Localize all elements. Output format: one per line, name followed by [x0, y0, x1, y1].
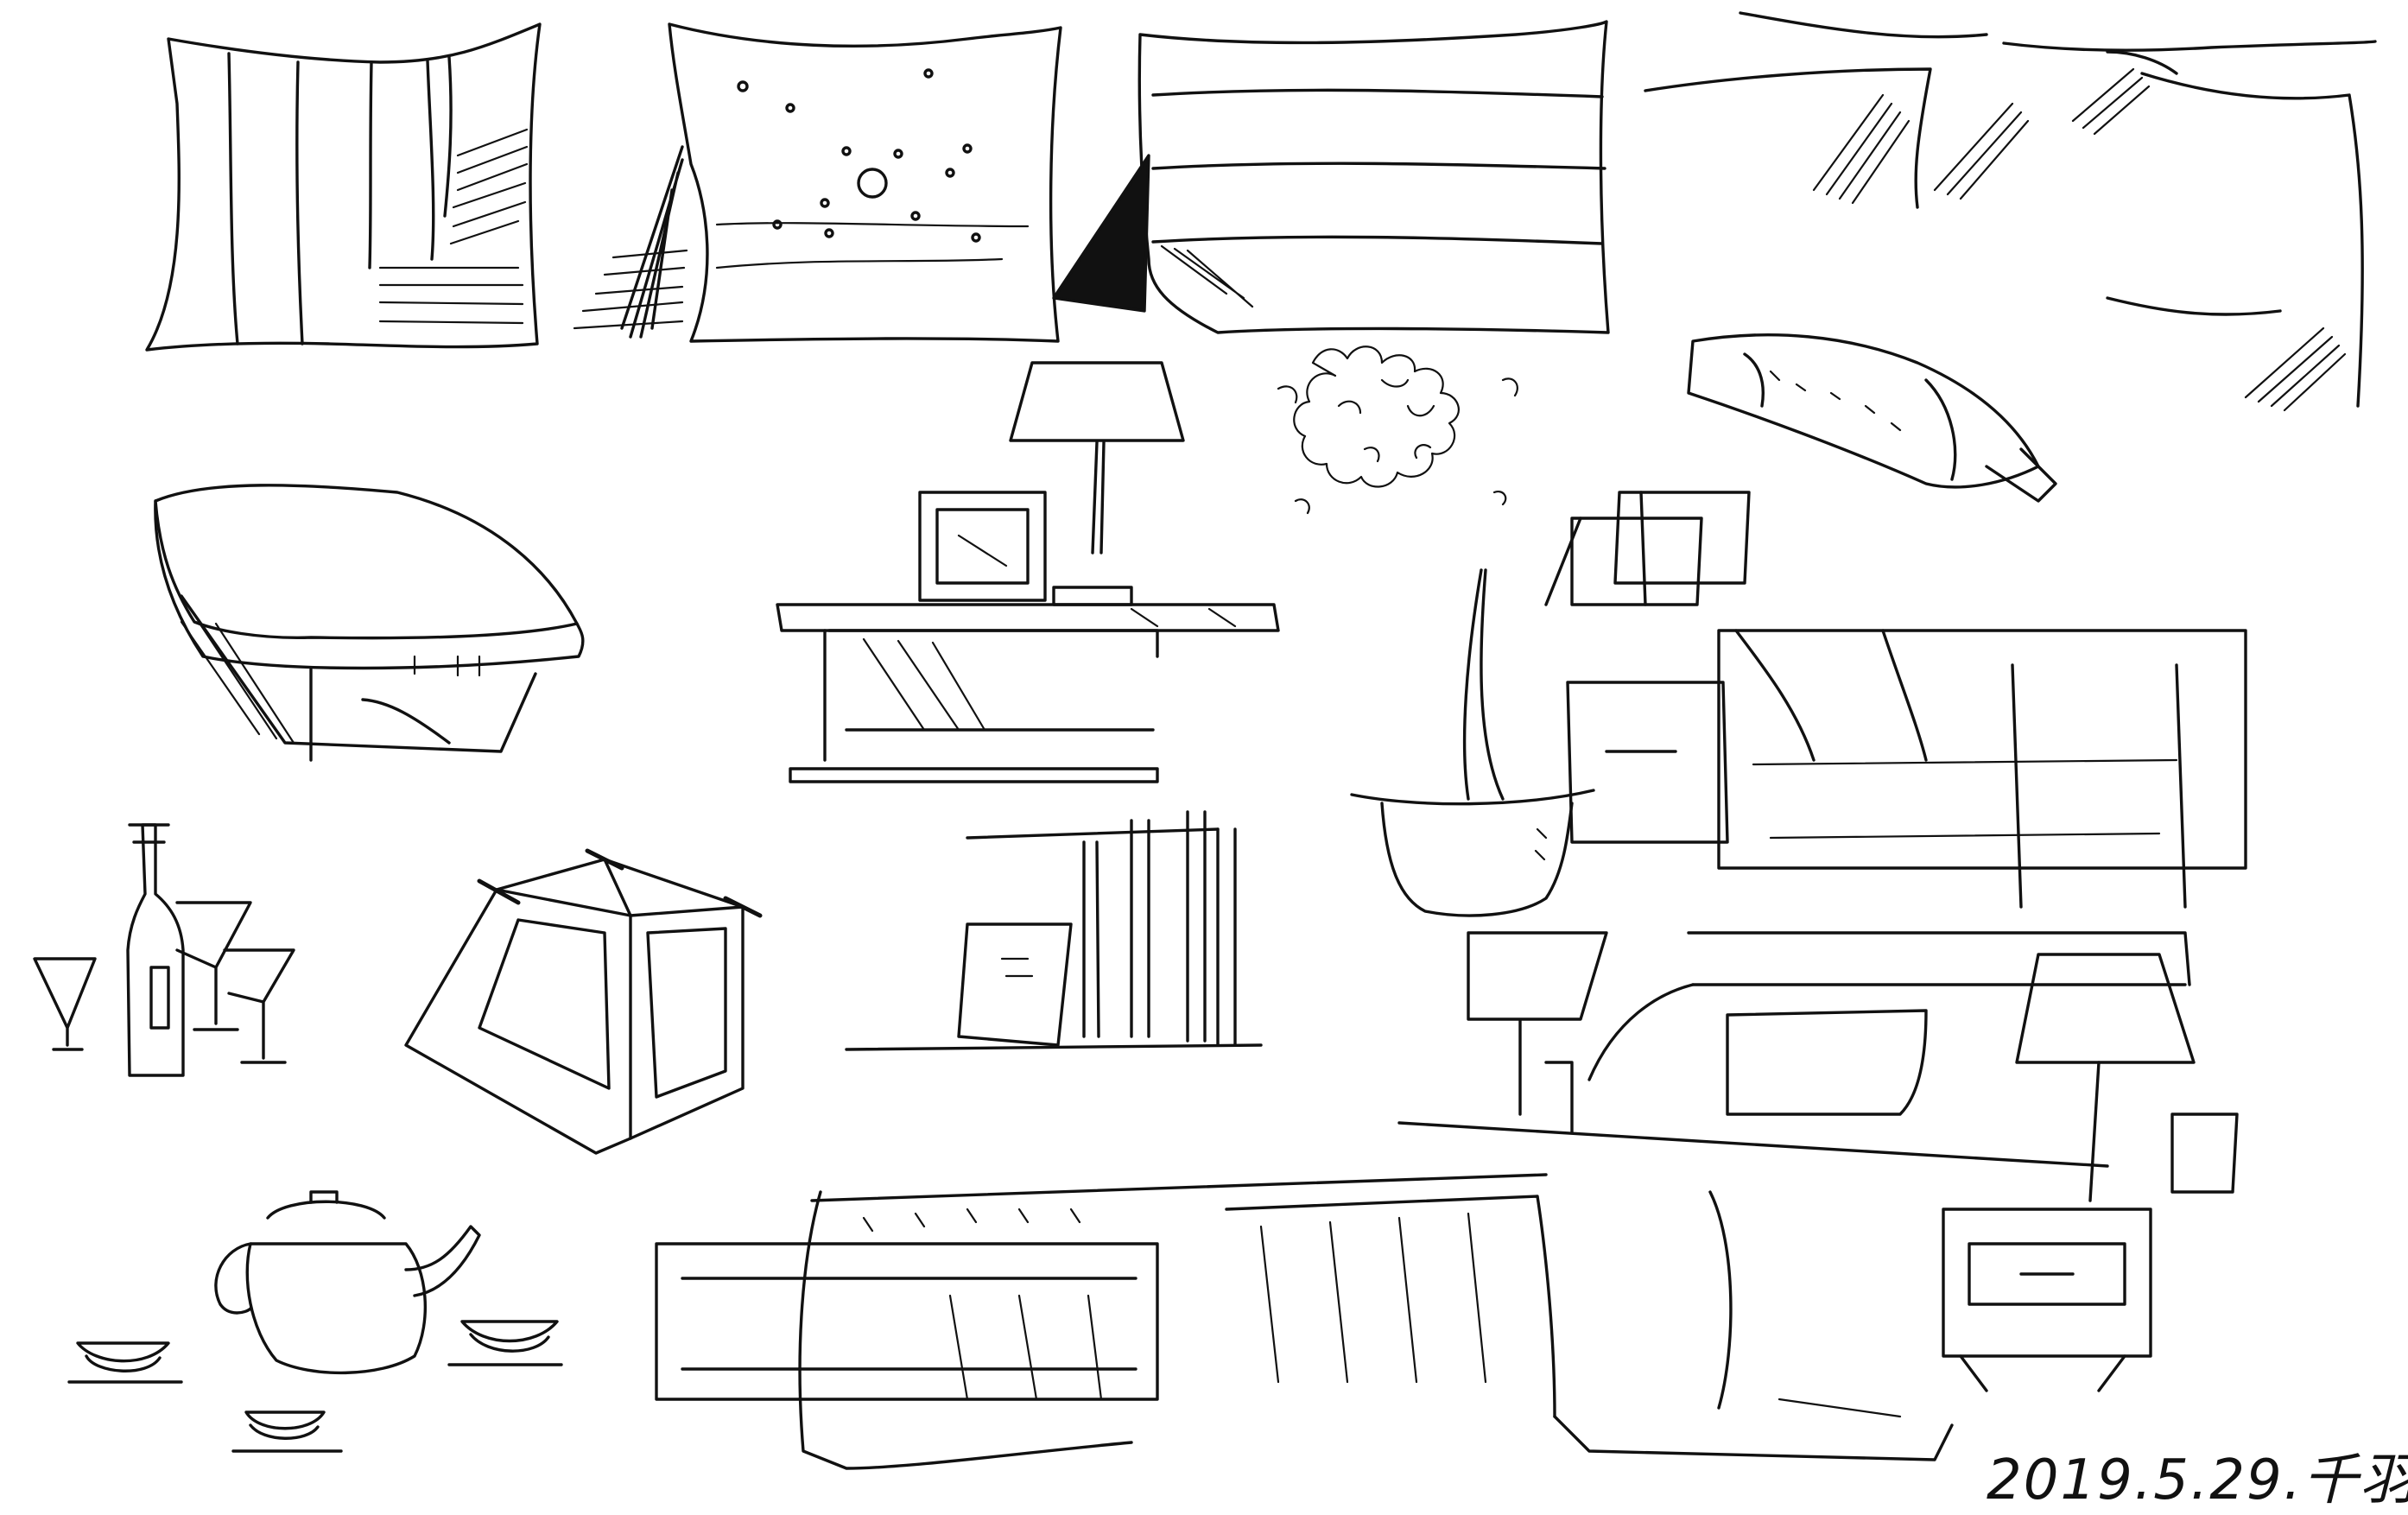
bolster-pillow-icon [1687, 333, 2057, 503]
table-lamp-icon [1009, 361, 1185, 606]
pillow-banded-icon [1052, 20, 1610, 334]
bed-icon [655, 931, 2239, 1470]
pillow-dotted-icon [573, 22, 1062, 343]
pillow-striped-icon [145, 22, 542, 352]
artist-signature: 2019.5.29.千羽. [1987, 1448, 2408, 1512]
teapot-set-icon [67, 1190, 563, 1453]
side-table-icon [776, 491, 1280, 783]
ottoman-icon [154, 484, 585, 762]
books-icon [845, 810, 1263, 1051]
wine-set-icon [33, 823, 295, 1077]
armchair-icon [1544, 491, 2247, 909]
potted-tree-icon [1277, 345, 1595, 917]
pillow-stack-icon [1644, 11, 2377, 412]
pouf-icon [404, 848, 763, 1155]
